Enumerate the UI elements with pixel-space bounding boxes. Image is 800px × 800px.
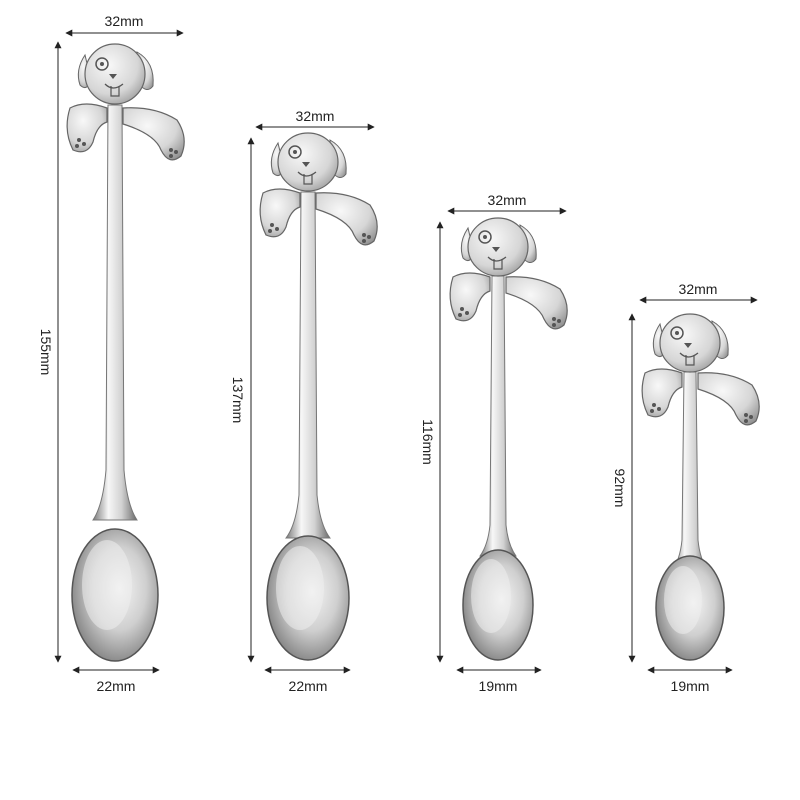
spoon-2-head-width-label: 32mm	[296, 108, 335, 124]
spoon-1-graphic	[66, 43, 185, 662]
spoon-2-graphic	[259, 132, 378, 661]
spoon-4-length-label: 92mm	[612, 469, 628, 508]
spoon-2-length-label: 137mm	[230, 377, 246, 424]
spoon-3: 32mm 116mm 19mm	[420, 192, 568, 694]
spoon-1-head-width-label: 32mm	[105, 13, 144, 29]
spoon-3-bowl-width-label: 19mm	[479, 678, 518, 694]
spoon-3-length-label: 116mm	[420, 419, 436, 465]
spoon-4: 32mm 92mm 19mm	[612, 281, 760, 694]
spoon-2: 32mm 137mm 22mm	[230, 108, 378, 694]
spoon-1: 32mm 155mm 22mm	[38, 13, 185, 694]
spoon-3-head-width-label: 32mm	[488, 192, 527, 208]
spoon-4-bowl-width-label: 19mm	[671, 678, 710, 694]
spoon-3-graphic	[449, 217, 568, 661]
spoon-4-head-width-label: 32mm	[679, 281, 718, 297]
spoon-2-bowl-width-label: 22mm	[289, 678, 328, 694]
spoon-4-graphic	[641, 313, 760, 661]
spoon-1-bowl-width-label: 22mm	[97, 678, 136, 694]
spoon-1-length-label: 155mm	[38, 329, 54, 376]
